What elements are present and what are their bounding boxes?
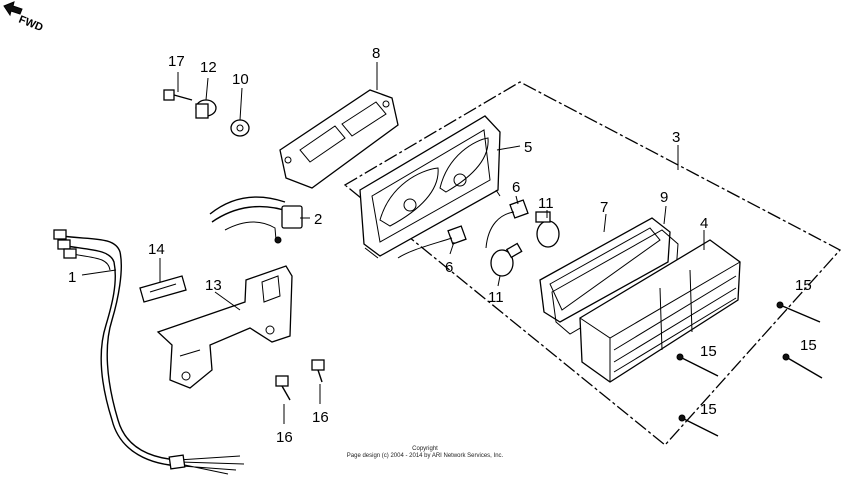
callout-15-a: 15 xyxy=(795,277,812,294)
bolt-17 xyxy=(163,89,193,101)
callout-14: 14 xyxy=(148,241,165,258)
screw-15-d xyxy=(678,414,719,437)
grommet xyxy=(195,99,217,119)
copyright-line-1: Copyright xyxy=(412,446,438,452)
callout-11-lower: 11 xyxy=(488,289,504,306)
bulb-upper xyxy=(535,211,560,248)
bolt-16-b xyxy=(311,359,325,383)
sub-harness xyxy=(209,196,303,244)
callout-7: 7 xyxy=(600,199,608,216)
callout-1: 1 xyxy=(68,269,76,286)
callout-15-d: 15 xyxy=(700,401,717,418)
callout-6-upper: 6 xyxy=(512,179,520,196)
callout-15-b: 15 xyxy=(700,343,717,360)
callout-10: 10 xyxy=(232,71,249,88)
fwd-arrow: FWD xyxy=(3,1,45,35)
washer xyxy=(230,119,250,137)
wire-harness xyxy=(53,229,245,475)
callout-8: 9 xyxy=(660,189,668,206)
bolt-16-a xyxy=(275,375,291,401)
callout-13: 13 xyxy=(205,277,222,294)
bulb-socket-lower xyxy=(397,225,467,259)
callout-16-a: 16 xyxy=(276,429,293,446)
gasket xyxy=(279,89,399,189)
callout-3: 3 xyxy=(672,129,680,146)
screw-15-a xyxy=(776,301,821,323)
lens xyxy=(579,239,741,383)
bracket xyxy=(156,265,293,389)
leader-lines xyxy=(81,62,705,424)
callout-5: 5 xyxy=(524,139,532,156)
bulb-socket-upper xyxy=(485,199,529,249)
bulb-lower xyxy=(490,242,523,277)
lamp-housing xyxy=(359,115,501,259)
callout-labels: 17 12 10 8 3 5 6 11 7 9 4 2 1 14 13 6 11… xyxy=(68,45,817,446)
screw-15-c xyxy=(782,353,823,379)
callout-6-lower: 6 xyxy=(445,259,453,276)
fwd-label: FWD xyxy=(17,14,45,35)
assembly-outline xyxy=(343,81,842,446)
callout-11-upper: 11 xyxy=(538,195,554,212)
callout-17: 17 xyxy=(168,53,185,70)
callout-12: 12 xyxy=(200,59,217,76)
copyright-line-2: Page design (c) 2004 - 2014 by ARI Netwo… xyxy=(346,453,504,459)
callout-4: 4 xyxy=(700,215,708,232)
callout-2: 2 xyxy=(314,211,322,228)
callout-9: 8 xyxy=(372,45,380,62)
clamp xyxy=(139,275,187,303)
callout-15-c: 15 xyxy=(800,337,817,354)
screw-15-b xyxy=(676,353,719,377)
callout-16-b: 16 xyxy=(312,409,329,426)
